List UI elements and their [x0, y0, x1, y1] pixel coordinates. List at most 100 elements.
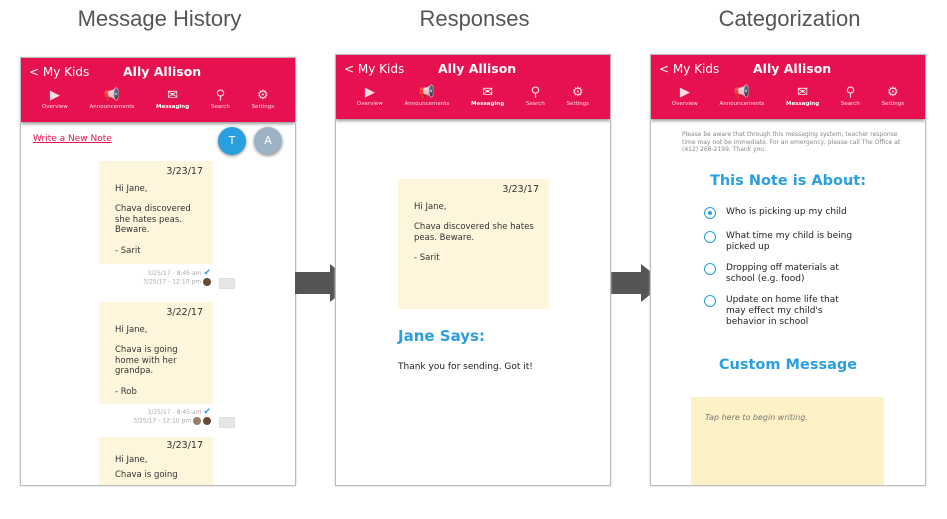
title-message-history: Message History	[77, 6, 242, 31]
child-name: Ally Allison	[123, 64, 202, 79]
nav-settings[interactable]: ⚙Settings	[882, 85, 905, 107]
title-responses: Responses	[419, 6, 530, 31]
message-note[interactable]: 3/22/17 Hi Jane, Chava is going home wit…	[99, 302, 213, 404]
megaphone-icon: 📢	[103, 88, 120, 103]
nav-settings[interactable]: ⚙Settings	[567, 85, 590, 107]
note-date: 3/23/17	[166, 166, 203, 177]
message-note[interactable]: 3/23/17 Hi Jane, Chava is going	[99, 437, 213, 485]
sent-receipt: 3/25/17 - 12:10 pm	[91, 278, 211, 286]
nav-bar: ▶Overview 📢Announcements ✉Messaging ⚲Sea…	[31, 88, 285, 110]
back-button[interactable]: < My Kids	[344, 62, 405, 76]
envelope-icon[interactable]	[219, 278, 235, 289]
avatar	[203, 417, 211, 425]
envelope-icon: ✉	[167, 88, 179, 103]
category-option[interactable]: Dropping off materials at school (e.g. f…	[704, 263, 864, 285]
arrow-body	[295, 272, 331, 294]
read-time: 3/25/17 - 8:45 am	[147, 270, 202, 277]
nav-label: Announcements	[404, 101, 450, 107]
category-option[interactable]: What time my child is being picked up	[704, 231, 874, 253]
note-greeting: Hi Jane,	[115, 324, 148, 335]
read-receipt: 3/25/17 - 8:45 am ✔	[101, 407, 211, 417]
nav-label: Overview	[356, 101, 383, 107]
envelope-icon[interactable]	[219, 417, 235, 428]
envelope-icon: ✉	[482, 85, 494, 100]
search-icon: ⚲	[845, 85, 856, 100]
radio[interactable]	[704, 231, 716, 243]
option-label: Update on home life that may effect my c…	[726, 295, 839, 327]
nav-overview[interactable]: ▶Overview	[357, 85, 383, 107]
write-new-note-link[interactable]: Write a New Note	[33, 134, 112, 144]
reply-text: Thank you for sending. Got it!	[398, 362, 533, 372]
radio[interactable]	[704, 295, 716, 307]
nav-announcements[interactable]: 📢Announcements	[90, 88, 135, 110]
category-option[interactable]: Who is picking up my child	[704, 207, 874, 219]
nav-label: Settings	[881, 101, 905, 107]
nav-label: Messaging	[471, 101, 505, 107]
categorization-screen: < My Kids Ally Allison ▶Overview 📢Announ…	[650, 54, 926, 486]
nav-search[interactable]: ⚲Search	[211, 88, 230, 110]
note-date: 3/23/17	[166, 440, 203, 451]
back-button[interactable]: < My Kids	[659, 62, 720, 76]
note-signature: - Sarit	[115, 245, 141, 256]
note-body: Chava discovered she hates peas. Beware.	[414, 222, 534, 243]
radio[interactable]	[704, 263, 716, 275]
nav-label: Search	[840, 101, 860, 107]
nav-overview[interactable]: ▶Overview	[672, 85, 698, 107]
nav-overview[interactable]: ▶Overview	[42, 88, 68, 110]
check-icon: ✔	[203, 268, 211, 278]
arrow-body	[604, 272, 642, 294]
note-body: Chava discovered she hates peas. Beware.	[115, 204, 191, 235]
category-option[interactable]: Update on home life that may effect my c…	[704, 295, 859, 328]
option-label: Who is picking up my child	[726, 207, 847, 217]
nav-label: Overview	[41, 104, 68, 110]
nav-announcements[interactable]: 📢Announcements	[720, 85, 765, 107]
title-categorization: Categorization	[718, 6, 861, 31]
sent-time: 3/25/17 - 12:10 pm	[143, 278, 202, 286]
nav-bar: ▶Overview 📢Announcements ✉Messaging ⚲Sea…	[661, 85, 915, 107]
note-body: Chava is going home with her grandpa.	[115, 345, 178, 376]
avatar	[203, 278, 211, 286]
message-note: 3/23/17 Hi Jane, Chava discovered she ha…	[398, 179, 549, 309]
nav-label: Messaging	[786, 101, 820, 107]
read-time: 3/25/17 - 8:45 am	[147, 409, 202, 416]
gear-icon: ⚙	[887, 85, 899, 100]
nav-label: Search	[210, 104, 230, 110]
nav-label: Announcements	[89, 104, 135, 110]
option-label: Dropping off materials at school (e.g. f…	[726, 263, 839, 284]
radio-selected[interactable]	[704, 207, 716, 219]
nav-messaging[interactable]: ✉Messaging	[471, 85, 504, 107]
nav-settings[interactable]: ⚙Settings	[252, 88, 275, 110]
play-icon: ▶	[49, 88, 60, 103]
note-signature: - Sarit	[414, 253, 440, 263]
nav-messaging[interactable]: ✉Messaging	[156, 88, 189, 110]
nav-label: Settings	[566, 101, 590, 107]
nav-messaging[interactable]: ✉Messaging	[786, 85, 819, 107]
responses-screen: < My Kids Ally Allison ▶Overview 📢Announ…	[335, 54, 611, 486]
app-header: < My Kids Ally Allison ▶Overview 📢Announ…	[336, 55, 610, 119]
back-button[interactable]: < My Kids	[29, 65, 90, 79]
play-icon: ▶	[679, 85, 690, 100]
nav-label: Search	[525, 101, 545, 107]
nav-bar: ▶Overview 📢Announcements ✉Messaging ⚲Sea…	[346, 85, 600, 107]
app-header: < My Kids Ally Allison ▶Overview 📢Announ…	[651, 55, 925, 119]
message-note[interactable]: 3/23/17 Hi Jane, Chava discovered she ha…	[99, 161, 213, 264]
sent-time: 3/25/17 - 12:10 pm	[133, 417, 192, 425]
message-history-screen: < My Kids Ally Allison ▶Overview 📢Announ…	[20, 57, 296, 486]
parent-avatar[interactable]: A	[254, 127, 282, 155]
note-date: 3/22/17	[166, 307, 203, 318]
note-greeting: Hi Jane,	[115, 454, 148, 465]
note-greeting: Hi Jane,	[414, 201, 447, 212]
megaphone-icon: 📢	[418, 85, 435, 100]
app-header: < My Kids Ally Allison ▶Overview 📢Announ…	[21, 58, 295, 122]
nav-search[interactable]: ⚲Search	[526, 85, 545, 107]
teacher-avatar[interactable]: T	[218, 127, 246, 155]
nav-announcements[interactable]: 📢Announcements	[405, 85, 450, 107]
gear-icon: ⚙	[572, 85, 584, 100]
note-body: Chava is going	[115, 470, 178, 480]
note-signature: - Rob	[115, 386, 137, 397]
custom-message-input[interactable]: Tap here to begin writing.	[691, 397, 884, 485]
reply-heading: Jane Says:	[398, 327, 485, 345]
nav-search[interactable]: ⚲Search	[841, 85, 860, 107]
search-icon: ⚲	[215, 88, 226, 103]
megaphone-icon: 📢	[733, 85, 750, 100]
